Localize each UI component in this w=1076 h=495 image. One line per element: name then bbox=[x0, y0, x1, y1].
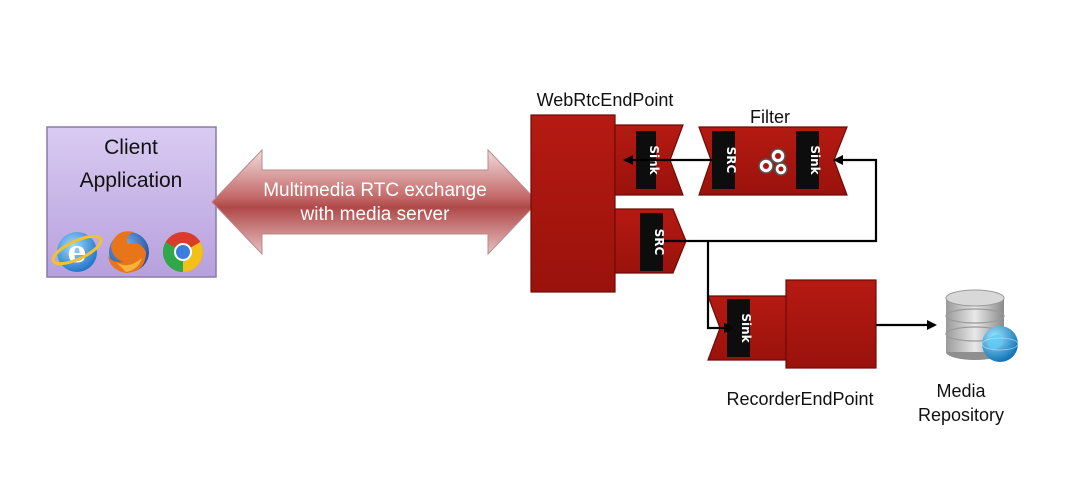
rtc-exchange-arrow: Multimedia RTC exchange with media serve… bbox=[211, 148, 539, 256]
webrtc-endpoint-label: WebRtcEndPoint bbox=[537, 90, 674, 110]
recorder-endpoint: Sink RecorderEndPoint bbox=[707, 279, 877, 409]
filter-element: Filter SRC Sink bbox=[698, 107, 848, 196]
connectors bbox=[623, 155, 937, 333]
media-repository: Media Repository bbox=[918, 289, 1019, 425]
firefox-icon bbox=[108, 231, 149, 273]
webrtc-to-recorder-arrow bbox=[706, 241, 734, 333]
webrtc-to-filter-arrow bbox=[664, 155, 878, 243]
webrtc-endpoint: WebRtcEndPoint Sink SRC bbox=[530, 90, 687, 293]
recorder-sink-port: Sink bbox=[739, 313, 753, 343]
internet-explorer-icon: e bbox=[51, 232, 103, 272]
globe-icon bbox=[981, 326, 1019, 362]
filter-src-port: SRC bbox=[724, 147, 738, 174]
repository-label-line2: Repository bbox=[918, 405, 1004, 425]
client-application-box: Client Application e bbox=[46, 126, 217, 278]
filter-label: Filter bbox=[750, 107, 790, 127]
recorder-endpoint-label: RecorderEndPoint bbox=[726, 389, 873, 409]
client-title-line1: Client bbox=[104, 136, 158, 159]
client-title-line2: Application bbox=[80, 169, 183, 192]
filter-sink-port: Sink bbox=[808, 145, 822, 175]
webrtc-src-port: SRC bbox=[652, 229, 666, 256]
exchange-label-line2: with media server bbox=[300, 204, 451, 225]
exchange-label-line1: Multimedia RTC exchange bbox=[263, 180, 487, 201]
chrome-icon bbox=[163, 232, 203, 272]
gears-icon bbox=[758, 148, 788, 176]
repository-label-line1: Media bbox=[936, 381, 986, 401]
